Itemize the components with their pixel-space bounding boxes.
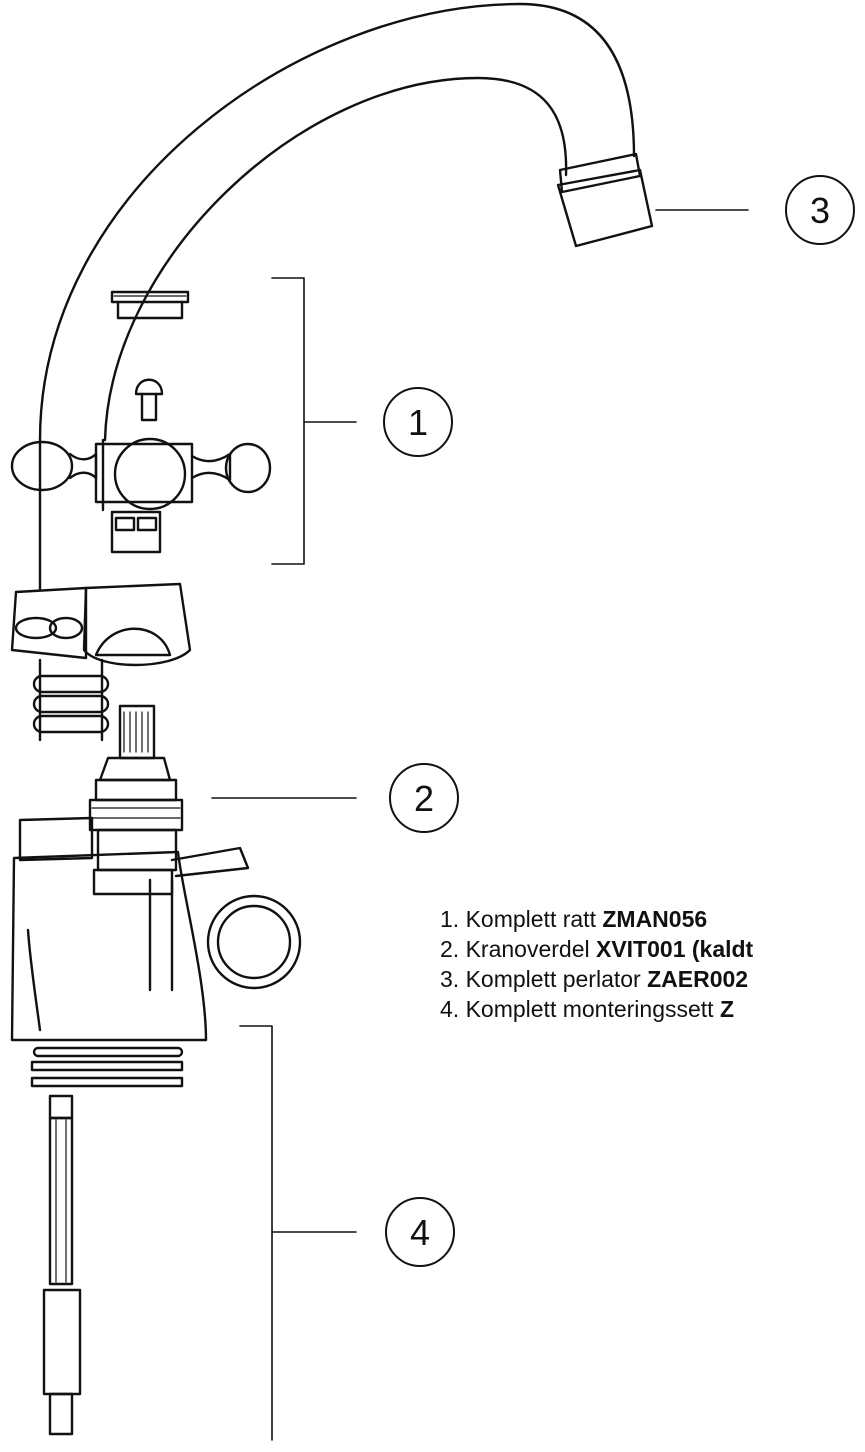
svg-text:4: 4	[410, 1212, 430, 1253]
callout-4: 4	[385, 1197, 455, 1267]
svg-text:2: 2	[414, 778, 434, 819]
parts-list: 1. Komplett ratt ZMAN056 2. Kranoverdel …	[440, 904, 865, 1024]
cartridge	[88, 704, 184, 896]
spout	[38, 2, 636, 592]
parts-list-item-3: 3. Komplett perlator ZAER002	[440, 966, 749, 992]
svg-text:3: 3	[810, 190, 830, 231]
mixer-base	[10, 582, 192, 742]
callout-2: 2	[389, 763, 459, 833]
parts-list-item-2: 2. Kranoverdel XVIT001 (kaldt	[440, 936, 754, 962]
aerator	[556, 152, 654, 248]
callout-1: 1	[383, 387, 453, 457]
parts-list-item-1: 1. Komplett ratt ZMAN056	[440, 906, 708, 932]
mounting-kit	[30, 1046, 184, 1436]
callout-3: 3	[785, 175, 855, 245]
leader-lines	[211, 209, 749, 1441]
parts-list-item-4: 4. Komplett monteringssett Z	[440, 996, 735, 1022]
svg-text:1: 1	[408, 402, 428, 443]
handle-assembly	[10, 290, 272, 554]
faucet-body	[10, 816, 302, 1042]
